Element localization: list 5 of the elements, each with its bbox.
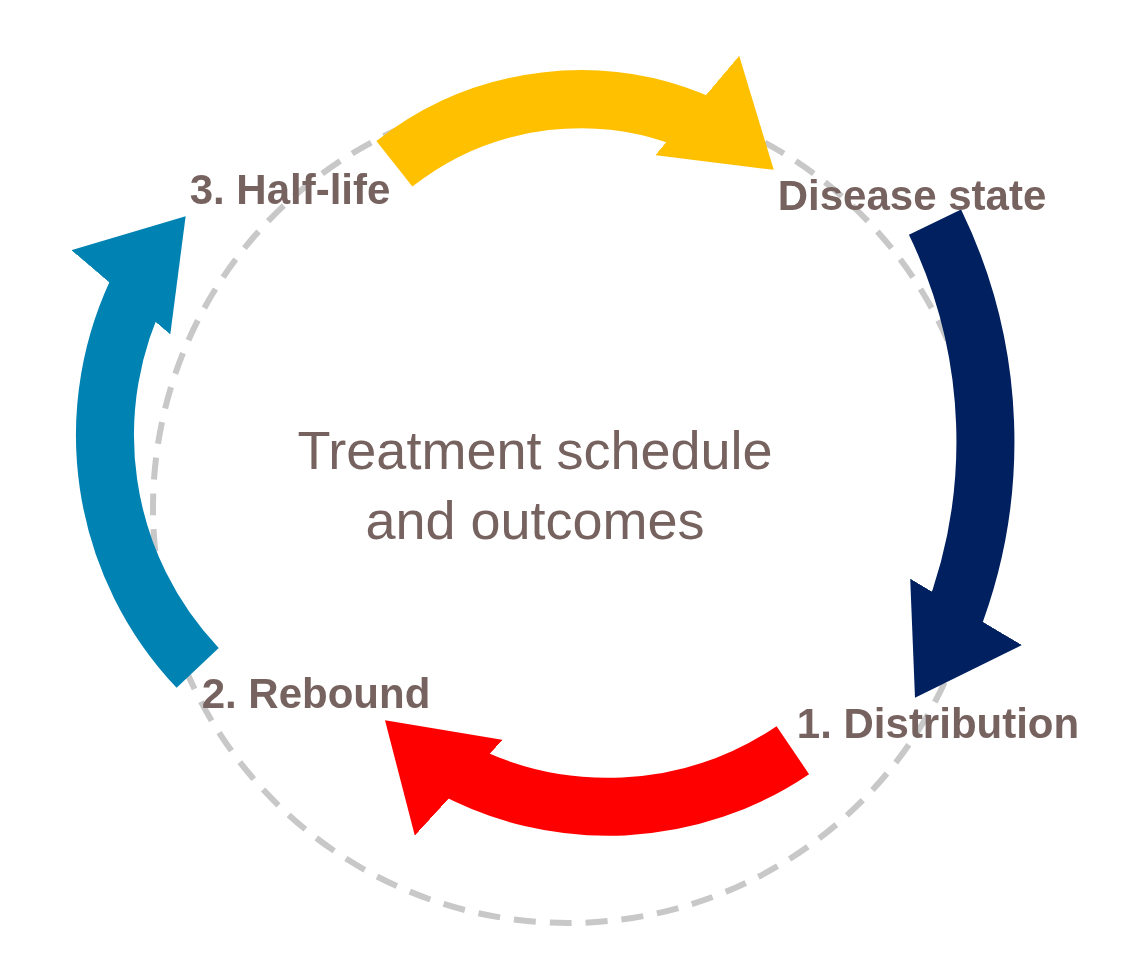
- step-label: Disease state: [773, 169, 1051, 223]
- step-label: 1. Distribution: [792, 697, 1084, 751]
- center-title: Treatment schedule and outcomes: [296, 418, 774, 552]
- step-label: 3. Half-life: [185, 163, 395, 217]
- step-label: 2. Rebound: [197, 667, 435, 721]
